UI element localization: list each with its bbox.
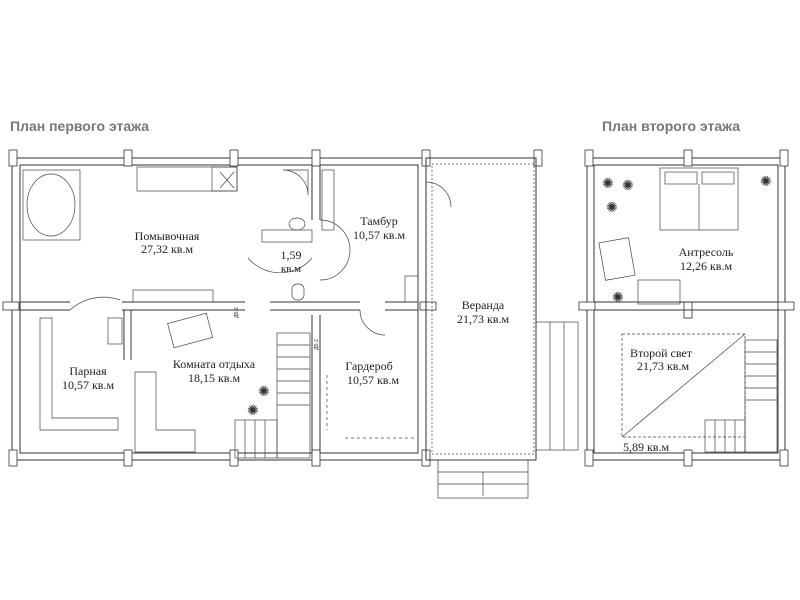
stair-landing-area: 5,89 кв.м (623, 440, 669, 454)
stove (107, 317, 123, 345)
armchair-right (637, 279, 681, 305)
steam-room-name: Парная (69, 364, 107, 378)
second-floor-heading: План второго этажа (602, 118, 740, 134)
vestibule-name: Тамбур (360, 214, 398, 228)
wc-partition (247, 257, 313, 274)
toilet (291, 283, 305, 301)
first-floor-stairs (234, 332, 311, 459)
second-light-diagonal (621, 333, 746, 438)
armchair (167, 312, 214, 349)
washroom-bench (136, 166, 238, 192)
steam-room-area: 10,57 кв.м (62, 378, 114, 392)
washroom-name: Помывочная (135, 229, 200, 243)
plant-icon: ✺ (622, 178, 634, 194)
veranda-side-steps (535, 321, 579, 451)
steam-room-bench (39, 317, 119, 431)
washroom-cabinet (211, 166, 238, 192)
plant-icon: ✺ (606, 200, 618, 216)
shower-corner (282, 169, 309, 196)
first-floor-inner-wall (19, 164, 419, 454)
bathtub-frame (22, 169, 81, 241)
plant-icon: ✺ (612, 290, 624, 306)
db2-mark: ДБ 2 (314, 339, 320, 350)
vestibule-area: 10,57 кв.м (353, 228, 405, 242)
lounge-area: 18,15 кв.м (188, 371, 240, 385)
mezzanine-name: Антресоль (679, 245, 734, 259)
veranda-front-steps (437, 459, 529, 499)
veranda-name: Веранда (462, 298, 505, 312)
second-light-area: 21,73 кв.м (637, 359, 689, 373)
plant-icon: ✺ (602, 176, 614, 192)
wardrobe-door (359, 309, 386, 336)
first-floor-heading: План первого этажа (10, 118, 149, 134)
plant-icon: ✺ (247, 403, 259, 419)
veranda-area: 21,73 кв.м (457, 312, 509, 326)
corner-sofa (134, 371, 196, 453)
second-light-opening (621, 333, 746, 438)
log-joints-2 (578, 149, 795, 467)
wc-sink (288, 217, 306, 231)
wc-sink-counter (261, 229, 313, 243)
first-floor-outer-wall (11, 157, 427, 461)
washroom-bench-lower (132, 289, 214, 303)
second-floor-plan: ✺ ✺ ✺ ✺ ✺ Антресоль 12,26 кв.м Второй св… (578, 149, 795, 467)
second-floor-stairs (704, 339, 778, 453)
first-floor-plan: ✺ ✺ ДБ 2 ДБ 2 Помывочная 27,32 кв.м 1,59… (2, 149, 579, 499)
wardrobe-name: Гардероб (345, 359, 392, 373)
bathtub (26, 173, 76, 237)
double-bed (659, 167, 739, 231)
veranda-door (425, 181, 452, 208)
wc-area-value: 1,59 (281, 248, 302, 262)
vestibule-door (319, 219, 351, 281)
db2-mark: ДБ 2 (234, 307, 240, 318)
plant-icon: ✺ (760, 174, 772, 190)
armchair-left (598, 237, 636, 281)
steam-room-door (69, 296, 121, 311)
wc-area-unit: кв.м (281, 263, 301, 275)
vestibule-shelf (321, 169, 335, 231)
vestibule-cabinet (404, 275, 419, 303)
second-light-name: Второй свет (630, 346, 693, 360)
lounge-name: Комната отдыха (173, 357, 256, 371)
wardrobe-area: 10,57 кв.м (347, 373, 399, 387)
mezzanine-area: 12,26 кв.м (680, 259, 732, 273)
plant-icon: ✺ (258, 384, 270, 400)
washroom-area: 27,32 кв.м (141, 242, 193, 256)
